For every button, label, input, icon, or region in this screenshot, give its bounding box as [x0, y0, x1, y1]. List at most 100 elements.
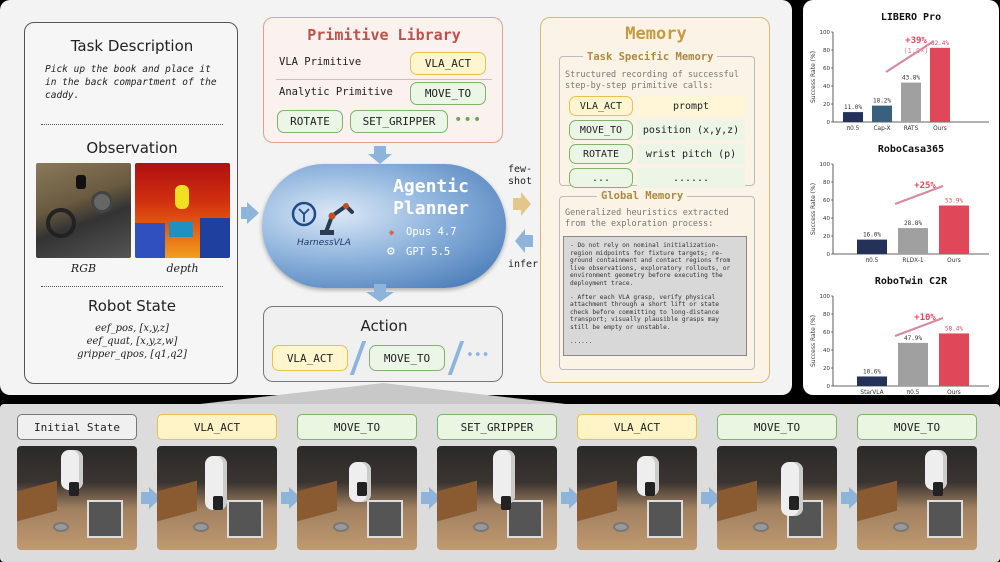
global-memory-item: - Do not rely on nominal initialization-… [570, 242, 731, 287]
task-memory-desc: Structured recording of successful step-… [565, 70, 739, 91]
planner-title-1: Agentic [393, 176, 469, 197]
memory-title: Memory [625, 24, 687, 44]
bar [930, 47, 950, 123]
bar-value-label: 11.0% [844, 104, 862, 111]
gain-ratio-label: (1.9×) [903, 47, 928, 55]
library-panel: Primitive Library VLA Primitive VLA_ACT … [263, 17, 503, 143]
bar [857, 239, 887, 254]
bar-value-label: 82.4% [931, 40, 949, 47]
memory-row-value: ...... [637, 168, 745, 188]
x-tick-label: Ours [947, 258, 961, 264]
rgb-image [36, 163, 131, 258]
more-dots: ••• [454, 112, 483, 128]
state-line: eef_pos, [x,y,z] [95, 323, 169, 334]
action-move-chip: MOVE_TO [369, 345, 445, 371]
bar [898, 342, 928, 386]
x-tick-label: RLDX-1 [902, 258, 923, 264]
gain-label: +39% [905, 36, 927, 46]
task-panel: Task Description Pick up the book and pl… [24, 22, 238, 384]
opus-icon: ✷ [388, 225, 396, 239]
model-gpt: GPT 5.5 [406, 246, 451, 258]
gpt-icon: ⚙ [387, 244, 395, 259]
depth-label: depth [166, 262, 199, 275]
divider [41, 124, 223, 125]
x-tick-label: RATS [904, 126, 919, 132]
action-panel: Action VLA_ACT MOVE_TO ••• [263, 306, 503, 382]
gain-label: +10% [914, 313, 936, 323]
arrow [374, 146, 386, 154]
y-tick-label: 0 [827, 252, 831, 258]
x-tick-label: π0.5 [866, 258, 879, 264]
y-tick-label: 40 [823, 84, 830, 90]
model-opus: Opus 4.7 [406, 226, 457, 238]
analytic-primitive-label: Analytic Primitive [279, 86, 393, 98]
arrow [374, 284, 386, 292]
rotate-chip: ROTATE [277, 110, 343, 133]
memory-row-key: VLA_ACT [569, 96, 633, 116]
y-tick-label: 80 [823, 180, 830, 186]
arrow [515, 229, 525, 253]
y-tick-label: 20 [823, 234, 830, 240]
bar-value-label: 10.6% [863, 368, 881, 375]
y-tick-label: 40 [823, 216, 830, 222]
step-arrow [141, 492, 149, 504]
y-axis-label: Success Rate (%) [810, 51, 817, 103]
step-arrow [701, 492, 709, 504]
arrow [368, 154, 392, 164]
step-scene-image [17, 446, 137, 550]
arrow [521, 192, 531, 216]
memory-row-key: ROTATE [569, 144, 633, 164]
step-scene-image [157, 446, 277, 550]
task-text: Pick up the book and place it in the bac… [45, 64, 217, 101]
more-dots: ••• [466, 348, 490, 363]
step-label: MOVE_TO [297, 414, 417, 440]
infer-label: infer [508, 259, 539, 270]
state-line: gripper_qpos, [q1,q2] [77, 349, 187, 360]
step-label: VLA_ACT [577, 414, 697, 440]
bar [901, 82, 921, 122]
bar [939, 205, 969, 254]
x-tick-label: StarVLA [860, 390, 883, 395]
global-memory-more: ...... [570, 337, 593, 345]
harnessvla-logo: HarnessVLA [297, 238, 351, 248]
few-shot-label: few-shot [508, 164, 533, 187]
step-label: MOVE_TO [857, 414, 977, 440]
y-tick-label: 60 [823, 198, 830, 204]
library-title: Primitive Library [307, 26, 461, 44]
y-tick-label: 100 [820, 294, 831, 300]
bar-value-label: 43.8% [902, 75, 920, 82]
step-label: MOVE_TO [717, 414, 837, 440]
divider [41, 286, 223, 287]
arrow [247, 202, 259, 224]
vla-act-chip: VLA_ACT [410, 52, 486, 75]
x-tick-label: π0.5 [847, 126, 860, 132]
planner-title-2: Planner [393, 198, 469, 219]
y-tick-label: 0 [827, 120, 831, 126]
separator [349, 341, 367, 375]
global-memory-desc: Generalized heuristics extracted from th… [565, 208, 729, 229]
x-tick-label: Ours [933, 126, 947, 132]
global-memory-item: - After each VLA grasp, verify physical … [570, 293, 720, 331]
y-tick-label: 100 [820, 30, 831, 36]
x-tick-label: Cap-X [873, 126, 890, 132]
bar [843, 112, 863, 122]
vla-primitive-label: VLA Primitive [279, 56, 362, 68]
bar-value-label: 47.9% [904, 335, 922, 342]
y-tick-label: 60 [823, 66, 830, 72]
action-title: Action [360, 317, 408, 335]
bar [898, 228, 928, 254]
rgb-label: RGB [70, 262, 97, 275]
depth-image [135, 163, 230, 258]
y-tick-label: 0 [827, 384, 831, 390]
bar-value-label: 28.8% [904, 220, 922, 227]
global-memory-title: Global Memory [597, 190, 688, 202]
bar [872, 105, 892, 122]
zoom-wedge [200, 383, 566, 404]
gain-arrow [894, 316, 944, 338]
arrow [525, 235, 533, 247]
move-to-chip: MOVE_TO [410, 82, 486, 105]
gain-arrow [894, 184, 944, 206]
memory-row-key: MOVE_TO [569, 120, 633, 140]
agentic-planner: HarnessVLA Agentic Planner ✷ Opus 4.7 ⚙ … [262, 164, 506, 288]
